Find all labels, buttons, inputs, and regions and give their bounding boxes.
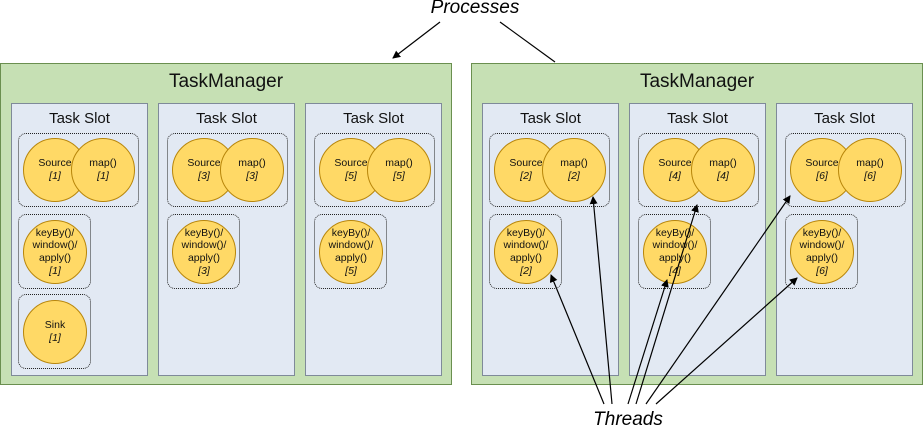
task-slot-title: Task Slot: [49, 110, 110, 127]
map-operator: map() [3]: [220, 138, 284, 202]
operator-chain-group: Source [5] map() [5]: [314, 133, 435, 207]
window-operator: keyBy()/ window()/ apply() [2]: [494, 220, 558, 284]
task-slot: Task Slot Source [4] map() [4] keyBy()/ …: [629, 103, 766, 376]
sink-operator: Sink [1]: [23, 300, 87, 364]
window-operator-group: keyBy()/ window()/ apply() [5]: [314, 214, 387, 289]
task-slot: Task Slot Source [3] map() [3] keyBy()/ …: [158, 103, 295, 376]
task-slot: Task Slot Source [1] map() [1] keyBy()/ …: [11, 103, 148, 376]
sink-operator-group: Sink [1]: [18, 294, 91, 369]
window-operator-group: keyBy()/ window()/ apply() [6]: [785, 214, 858, 289]
source-index: [4]: [669, 170, 681, 182]
window-line: keyBy()/: [184, 226, 224, 239]
window-line: apply(): [658, 252, 692, 264]
task-slot: Task Slot Source [6] map() [6] keyBy()/ …: [776, 103, 913, 376]
window-operator: keyBy()/ window()/ apply() [5]: [319, 220, 383, 284]
window-line: window()/: [328, 239, 374, 252]
window-operator: keyBy()/ window()/ apply() [6]: [790, 220, 854, 284]
window-index: [4]: [669, 264, 681, 277]
sink-label: Sink: [44, 319, 66, 332]
window-line: window()/: [652, 239, 698, 252]
window-operator-group: keyBy()/ window()/ apply() [4]: [638, 214, 711, 289]
operator-chain-group: Source [1] map() [1]: [18, 133, 139, 207]
window-line: keyBy()/: [655, 226, 695, 239]
task-slot-title: Task Slot: [520, 110, 581, 127]
source-operator: Source [6]: [790, 138, 854, 202]
sink-index: [1]: [49, 332, 61, 344]
source-index: [3]: [198, 170, 210, 182]
map-label: map(): [709, 157, 737, 170]
window-operator: keyBy()/ window()/ apply() [1]: [23, 220, 87, 284]
window-line: keyBy()/: [506, 226, 546, 239]
source-index: [2]: [520, 170, 532, 182]
taskmanager-title: TaskManager: [168, 71, 284, 92]
map-label: map(): [560, 157, 588, 170]
process-arrow-left: [392, 21, 441, 59]
map-label: map(): [238, 157, 266, 170]
map-label: map(): [856, 157, 884, 170]
map-operator: map() [4]: [691, 138, 755, 202]
window-line: apply(): [805, 252, 839, 264]
source-label: Source: [805, 157, 839, 170]
window-line: keyBy()/: [802, 226, 842, 239]
window-operator-group: keyBy()/ window()/ apply() [3]: [167, 214, 240, 289]
window-line: apply(): [187, 252, 221, 264]
window-operator-group: keyBy()/ window()/ apply() [1]: [18, 214, 91, 289]
map-index: [5]: [393, 170, 405, 182]
source-index: [5]: [345, 170, 357, 182]
window-line: apply(): [334, 252, 368, 264]
window-line: keyBy()/: [331, 226, 371, 239]
window-line: window()/: [503, 239, 549, 252]
source-index: [6]: [816, 170, 828, 182]
map-index: [1]: [97, 170, 109, 182]
task-slot-title: Task Slot: [667, 110, 728, 127]
operator-chain-group: Source [3] map() [3]: [167, 133, 288, 207]
window-index: [5]: [345, 264, 357, 277]
task-slot: Task Slot Source [2] map() [2] keyBy()/ …: [482, 103, 619, 376]
window-line: keyBy()/: [35, 226, 75, 239]
source-label: Source: [187, 157, 221, 170]
taskmanager-1: TaskManager Task Slot Source [1] map() […: [0, 63, 452, 385]
map-index: [4]: [717, 170, 729, 182]
source-operator: Source [5]: [319, 138, 383, 202]
map-index: [3]: [246, 170, 258, 182]
task-slot-title: Task Slot: [814, 110, 875, 127]
map-index: [6]: [864, 170, 876, 182]
threads-label: Threads: [593, 409, 663, 430]
processes-label: Processes: [430, 0, 520, 18]
taskmanager-title: TaskManager: [639, 71, 755, 92]
window-line: window()/: [32, 239, 78, 252]
task-slot-title: Task Slot: [343, 110, 404, 127]
process-line-right: [499, 21, 556, 63]
source-label: Source: [38, 157, 72, 170]
map-label: map(): [89, 157, 117, 170]
window-line: apply(): [38, 252, 72, 264]
window-line: window()/: [181, 239, 227, 252]
source-label: Source: [658, 157, 692, 170]
window-index: [2]: [520, 264, 532, 277]
source-label: Source: [509, 157, 543, 170]
window-line: window()/: [799, 239, 845, 252]
map-label: map(): [385, 157, 413, 170]
map-index: [2]: [568, 170, 580, 182]
operator-chain-group: Source [4] map() [4]: [638, 133, 759, 207]
window-index: [6]: [816, 264, 828, 277]
window-index: [1]: [49, 264, 61, 277]
window-line: apply(): [509, 252, 543, 264]
map-operator: map() [1]: [71, 138, 135, 202]
map-operator: map() [5]: [367, 138, 431, 202]
map-operator: map() [2]: [542, 138, 606, 202]
window-operator: keyBy()/ window()/ apply() [4]: [643, 220, 707, 284]
window-index: [3]: [198, 264, 210, 277]
task-slot-title: Task Slot: [196, 110, 257, 127]
window-operator-group: keyBy()/ window()/ apply() [2]: [489, 214, 562, 289]
window-operator: keyBy()/ window()/ apply() [3]: [172, 220, 236, 284]
taskmanager-2: TaskManager Task Slot Source [2] map() […: [471, 63, 923, 385]
operator-chain-group: Source [6] map() [6]: [785, 133, 906, 207]
source-index: [1]: [49, 170, 61, 182]
operator-chain-group: Source [2] map() [2]: [489, 133, 610, 207]
map-operator: map() [6]: [838, 138, 902, 202]
task-slot: Task Slot Source [5] map() [5] keyBy()/ …: [305, 103, 442, 376]
source-label: Source: [334, 157, 368, 170]
